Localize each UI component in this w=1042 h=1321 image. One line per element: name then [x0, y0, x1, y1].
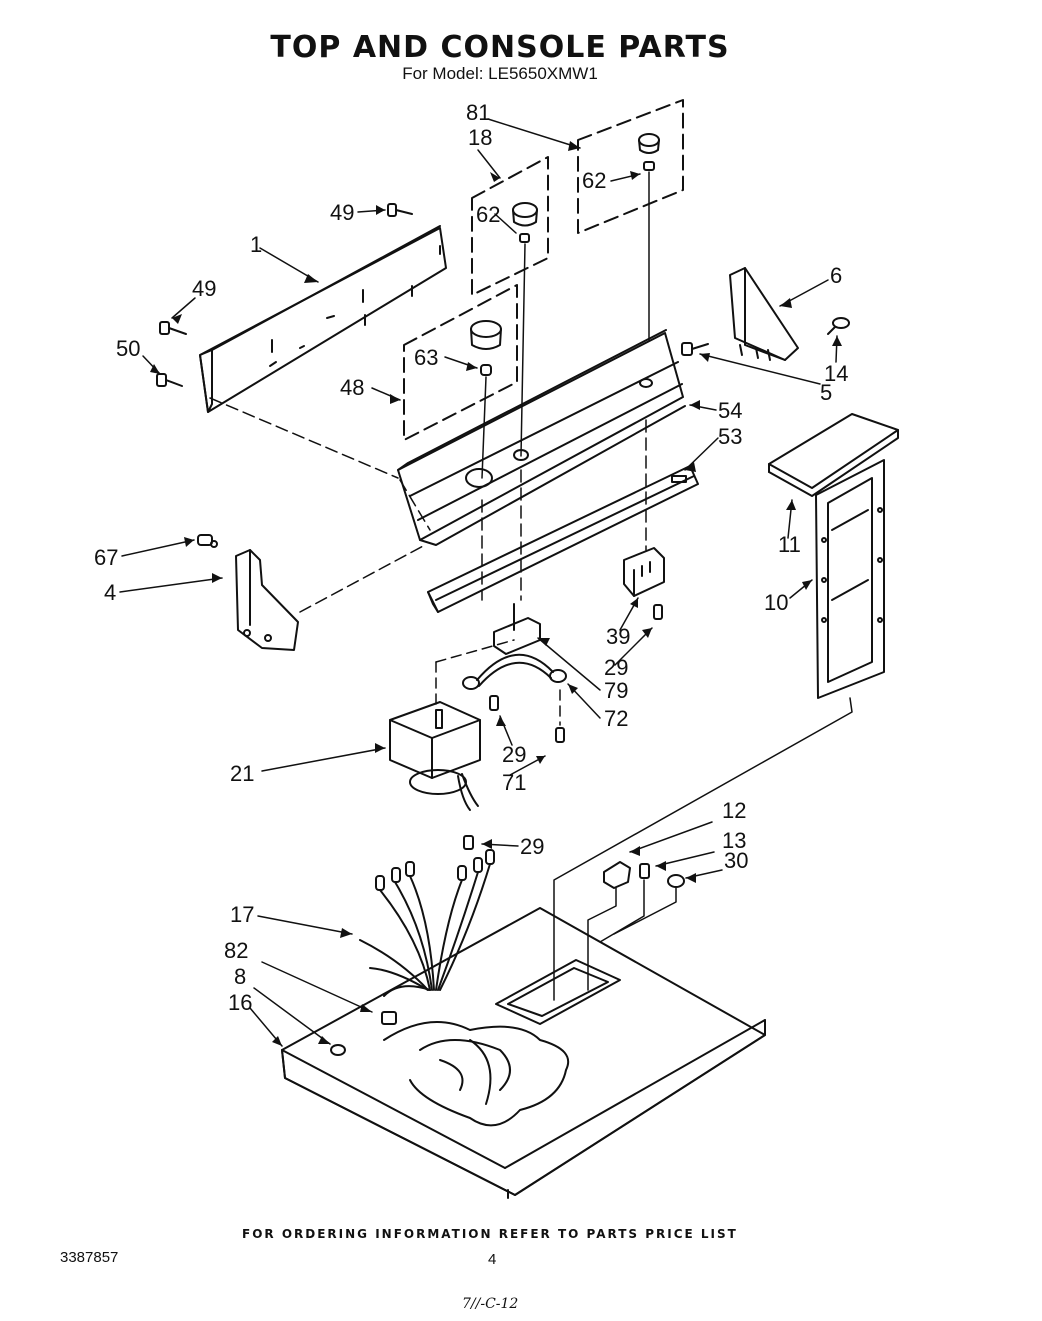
callout-63: 63 — [414, 345, 438, 370]
callout-29-wire: 29 — [502, 742, 526, 767]
callout-29-switch: 29 — [604, 655, 628, 680]
callout-62-left: 62 — [476, 202, 500, 227]
screw-5 — [681, 342, 709, 356]
screw-14 — [827, 317, 850, 335]
clip-67 — [197, 534, 218, 548]
handwritten-note: 7//-C-12 — [462, 1296, 519, 1312]
lint-frame — [815, 459, 885, 699]
dashed-box-48 — [403, 284, 518, 441]
part-8 — [330, 1044, 346, 1056]
ground-wire — [462, 653, 567, 690]
frame-leader — [553, 697, 853, 1001]
callout-49-left: 49 — [192, 276, 216, 301]
callout-13: 13 — [722, 828, 746, 853]
callout-49-top: 49 — [330, 200, 354, 225]
knob-81 — [638, 133, 660, 171]
screw-29-right — [653, 604, 663, 620]
callout-82: 82 — [224, 938, 248, 963]
side-bracket — [729, 267, 799, 361]
callout-48: 48 — [340, 375, 364, 400]
arrow-heads — [150, 141, 842, 1046]
model-subtitle: For Model: LE5650XMW1 — [402, 64, 598, 83]
callout-29-motor: 29 — [520, 834, 544, 859]
panel-bracket — [427, 465, 699, 613]
callout-1: 1 — [250, 232, 262, 257]
panel-dash-lines — [209, 397, 647, 613]
callout-18: 18 — [468, 125, 492, 150]
wire-dash-lines — [435, 639, 561, 726]
page-title: TOP AND CONSOLE PARTS — [270, 30, 730, 65]
callout-54: 54 — [718, 398, 742, 423]
callout-10: 10 — [764, 590, 788, 615]
knob-48 — [470, 320, 502, 376]
callout-14: 14 — [824, 361, 848, 386]
callout-53: 53 — [718, 424, 742, 449]
ordering-footer: FOR ORDERING INFORMATION REFER TO PARTS … — [242, 1227, 738, 1241]
top-wiring — [383, 1021, 570, 1127]
callout-8: 8 — [234, 964, 246, 989]
switch-39 — [623, 547, 665, 597]
callout-30: 30 — [724, 848, 748, 873]
shaft-lines — [481, 171, 650, 479]
callout-62-right: 62 — [582, 168, 606, 193]
callout-5: 5 — [820, 380, 832, 405]
callout-21: 21 — [230, 761, 254, 786]
callout-16: 16 — [228, 990, 252, 1015]
screw-13 — [639, 863, 650, 879]
control-panel — [397, 329, 686, 546]
screw-50 — [156, 373, 183, 387]
switch-79 — [493, 603, 541, 655]
cover-plate — [768, 413, 899, 497]
callout-12: 12 — [722, 798, 746, 823]
document-number: 3387857 — [60, 1249, 119, 1266]
callout-81: 81 — [466, 100, 490, 125]
screws-29-71 — [463, 695, 565, 850]
part-82 — [381, 1011, 397, 1025]
callout-17: 17 — [230, 902, 254, 927]
wire-harness — [359, 849, 495, 997]
end-cap — [235, 549, 299, 651]
dashed-box-81 — [577, 99, 684, 234]
knob-18 — [512, 202, 538, 243]
nut-30 — [667, 874, 685, 888]
callout-71: 71 — [502, 770, 526, 795]
callout-39: 39 — [606, 624, 630, 649]
clip-12 — [603, 861, 631, 889]
callout-67: 67 — [94, 545, 118, 570]
screw-49-top — [387, 203, 413, 217]
hardware-leaders — [587, 879, 677, 991]
callout-79: 79 — [604, 678, 628, 703]
top-panel — [281, 907, 766, 1199]
callout-4: 4 — [104, 580, 116, 605]
callout-leaders — [119, 118, 838, 1047]
callout-50: 50 — [116, 336, 140, 361]
timer-motor — [389, 701, 481, 811]
callout-11: 11 — [778, 532, 801, 557]
dashed-box-18 — [471, 156, 549, 296]
screw-49-left — [159, 321, 187, 335]
callout-72: 72 — [604, 706, 628, 731]
callout-6: 6 — [830, 263, 842, 288]
console-back-panel — [199, 225, 447, 413]
page-number: 4 — [488, 1251, 497, 1268]
